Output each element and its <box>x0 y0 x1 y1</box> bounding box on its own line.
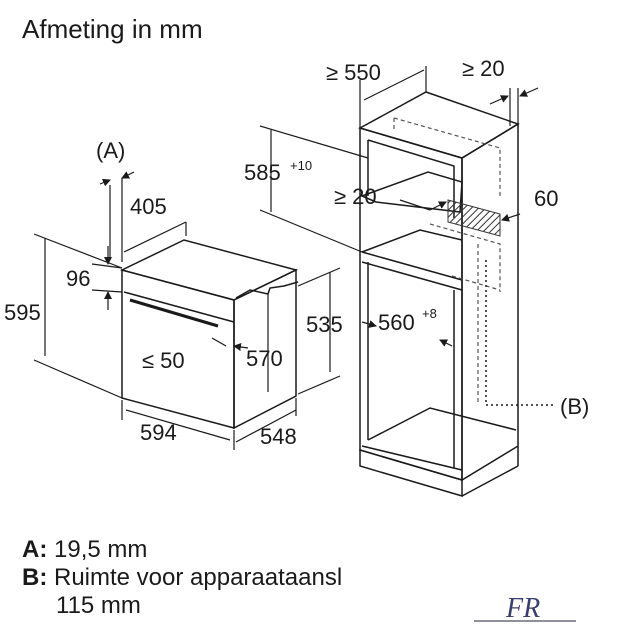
legend-b-text2: 115 mm <box>56 592 141 619</box>
label-b: (B) <box>560 394 589 419</box>
legend-a-text: 19,5 mm <box>47 536 148 563</box>
legend-row-b: B: Ruimte voor apparaataansl <box>22 564 342 592</box>
label-ge550: ≥ 550 <box>326 60 381 85</box>
oven-body <box>119 239 299 430</box>
logo-text: FR <box>505 593 540 624</box>
label-ge20-top: ≥ 20 <box>462 56 505 81</box>
label-le50: ≤ 50 <box>142 348 185 373</box>
label-535: 535 <box>306 312 343 337</box>
label-560: 560 <box>378 310 415 335</box>
label-560-tol: +8 <box>422 306 437 321</box>
b-leader-line <box>485 260 556 406</box>
label-60: 60 <box>534 186 558 211</box>
oven-dimensions <box>33 171 341 450</box>
oven-installation-diagram: (A) 405 96 595 535 ≤ 50 570 594 548 ≥ 55… <box>4 56 589 498</box>
tall-cabinet <box>358 91 520 498</box>
label-585: 585 <box>244 160 281 185</box>
legend: A: 19,5 mm B: Ruimte voor apparaataansl … <box>22 536 342 620</box>
ventilation-hatch <box>447 199 501 237</box>
dashed-recess <box>393 117 501 402</box>
dimension-labels: (A) 405 96 595 535 ≤ 50 570 594 548 ≥ 55… <box>4 56 589 449</box>
label-ge20-mid: ≥ 20 <box>334 184 377 209</box>
legend-row-b2: 115 mm <box>22 592 342 620</box>
label-548: 548 <box>260 424 297 449</box>
label-570: 570 <box>246 346 283 371</box>
diagram-title: Afmeting in mm <box>22 14 203 44</box>
label-585-tol: +10 <box>290 158 312 173</box>
label-a: (A) <box>96 138 125 163</box>
label-405: 405 <box>130 194 167 219</box>
legend-row-a: A: 19,5 mm <box>22 536 342 564</box>
label-594: 594 <box>140 420 177 445</box>
legend-b-key: B: <box>22 564 48 591</box>
label-595: 595 <box>4 300 41 325</box>
cabinet-dimensions <box>259 66 539 347</box>
label-96: 96 <box>66 266 90 291</box>
brand-logo: FR <box>474 593 576 624</box>
legend-b-text: Ruimte voor apparaataansl <box>47 564 343 591</box>
legend-a-key: A: <box>22 536 48 563</box>
